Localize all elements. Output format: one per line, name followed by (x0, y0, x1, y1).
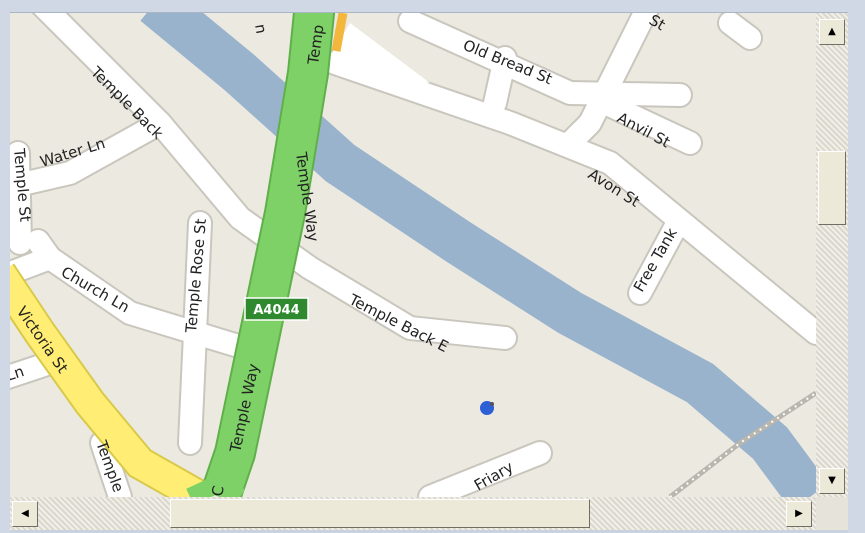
vertical-scrollbar[interactable]: ▲ ▼ (816, 13, 848, 497)
arrow-right-icon: ▶ (795, 508, 803, 519)
railway (668, 390, 816, 497)
arrow-left-icon: ◀ (21, 508, 29, 519)
map-viewport[interactable]: A4044 Temp Temple Way Temple Way Old Bre… (10, 13, 816, 497)
window-frame-right (848, 0, 865, 533)
road-stub-orange (331, 13, 348, 52)
junction-area (332, 23, 430, 83)
minor-roads (10, 13, 816, 497)
vertical-scroll-thumb[interactable] (818, 151, 846, 225)
arrow-up-icon: ▲ (828, 26, 836, 37)
svg-text:A4044: A4044 (253, 303, 299, 318)
label-ln-fragment: Ln (10, 362, 26, 385)
scroll-right-button[interactable]: ▶ (786, 501, 812, 527)
window-frame-top (0, 0, 865, 13)
label-c-fragment: C (208, 484, 228, 497)
window-frame-left (0, 0, 10, 533)
map-canvas[interactable]: A4044 Temp Temple Way Temple Way Old Bre… (10, 13, 816, 497)
horizontal-scrollbar[interactable]: ◀ ▶ (10, 497, 816, 530)
arrow-down-icon: ▼ (828, 475, 836, 486)
route-shield-a4044: A4044 (244, 297, 309, 321)
scroll-up-button[interactable]: ▲ (819, 19, 845, 45)
scroll-left-button[interactable]: ◀ (12, 501, 38, 527)
label-temple-way-top: Temp (304, 23, 328, 66)
label-n-fragment: n (251, 23, 270, 35)
scrollbar-corner (816, 497, 848, 530)
horizontal-scroll-thumb[interactable] (170, 499, 590, 528)
scroll-down-button[interactable]: ▼ (819, 468, 845, 494)
